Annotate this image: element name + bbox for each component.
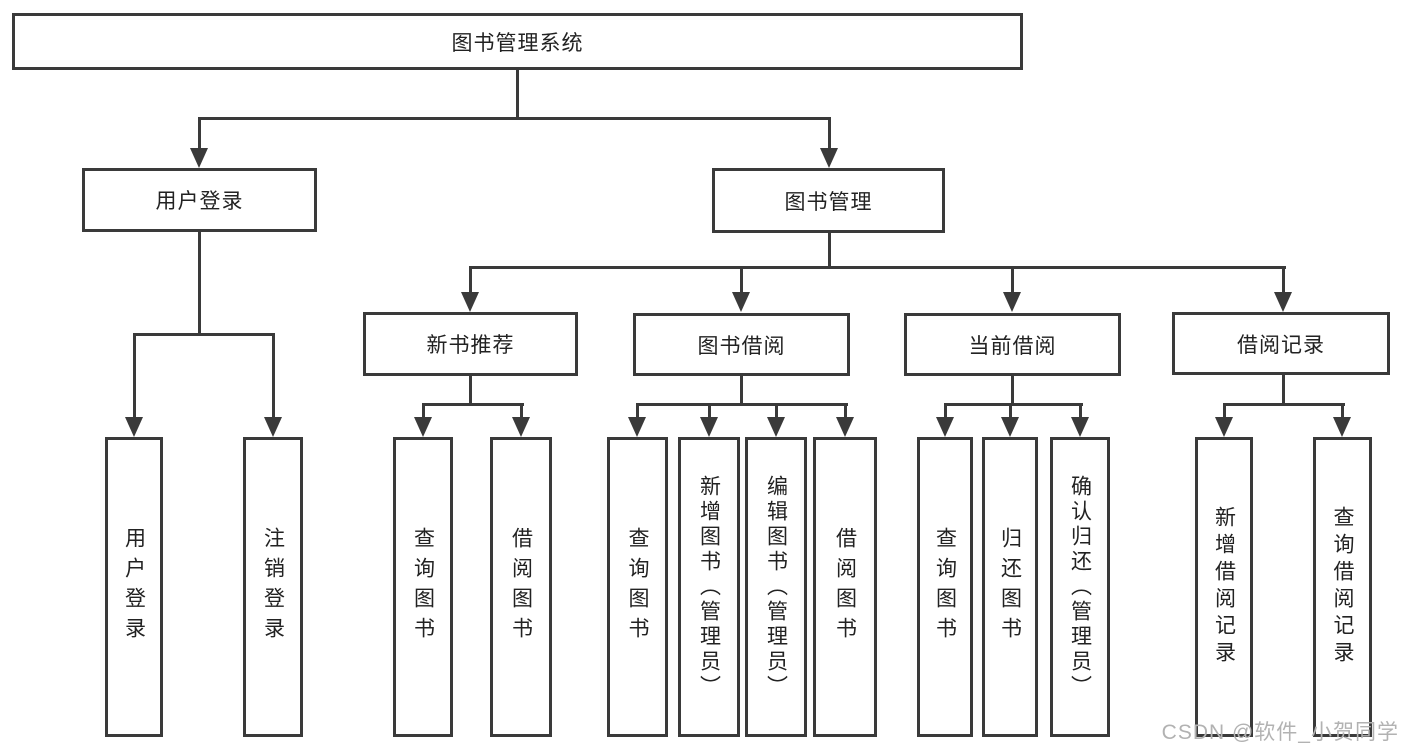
leaf-current-return-label: 归还图书 (998, 527, 1022, 647)
connector-book-borrow-stem (740, 266, 743, 292)
leaf-newbook-borrow: 借阅图书 (490, 437, 552, 737)
connector-book-mgmt-vertical (828, 232, 831, 268)
arrowhead-leaf-bw-add (700, 417, 718, 437)
leaf-borrow-borrow-label: 借阅图书 (833, 527, 857, 647)
node-current-borrow-label: 当前借阅 (968, 334, 1057, 358)
arrowhead-leaf-nb-borrow (512, 417, 530, 437)
arrowhead-leaf-nb-query (414, 417, 432, 437)
connector-current-borrow-vertical (1011, 375, 1014, 405)
node-root-label: 图书管理系统 (451, 31, 584, 55)
node-borrow-record-label: 借阅记录 (1237, 333, 1325, 357)
connector-leaf-cb-query-stem (944, 403, 947, 417)
node-user-login-label: 用户登录 (155, 190, 244, 213)
connector-group-record-horizontal (1223, 403, 1345, 406)
node-root: 图书管理系统 (12, 13, 1023, 70)
node-new-book: 新书推荐 (363, 312, 578, 376)
arrowhead-leaf-bw-borrow (836, 417, 854, 437)
leaf-record-query: 查询借阅记录 (1313, 437, 1372, 737)
connector-leaf-nb-borrow-stem (520, 403, 523, 417)
connector-current-borrow-stem (1011, 266, 1014, 292)
node-borrow-record: 借阅记录 (1172, 312, 1390, 375)
arrowhead-current-borrow (1003, 292, 1021, 312)
connector-borrow-record-vertical (1282, 374, 1285, 405)
arrowhead-leaf-rc-add (1215, 417, 1233, 437)
leaf-logout: 注销登录 (243, 437, 303, 737)
leaf-newbook-query: 查询图书 (393, 437, 453, 737)
arrowhead-leaf-cb-return (1001, 417, 1019, 437)
connector-group-login-horizontal (133, 333, 275, 336)
connector-root-vertical (516, 69, 519, 119)
connector-new-book-vertical (469, 375, 472, 405)
connector-new-book-stem (469, 266, 472, 292)
connector-borrow-record-stem (1282, 266, 1285, 292)
leaf-current-return: 归还图书 (982, 437, 1038, 737)
leaf-borrow-edit-label: 编辑图书（管理员） (764, 474, 788, 700)
node-new-book-label: 新书推荐 (426, 334, 515, 357)
arrowhead-leaf-cb-query (936, 417, 954, 437)
leaf-current-confirm: 确认归还（管理员） (1050, 437, 1110, 737)
leaf-user-login-label: 用户登录 (122, 527, 146, 647)
leaf-current-query: 查询图书 (917, 437, 973, 737)
connector-group-current-horizontal (944, 403, 1083, 406)
node-user-login: 用户登录 (82, 168, 317, 232)
connector-leaf-rc-add-stem (1223, 403, 1226, 417)
connector-leaf-logout-stem (272, 333, 275, 419)
arrowhead-leaf-user-login (125, 417, 143, 437)
leaf-borrow-borrow: 借阅图书 (813, 437, 877, 737)
node-book-mgmt-label: 图书管理 (784, 190, 873, 214)
connector-level2-horizontal (469, 266, 1286, 269)
connector-leaf-cb-return-stem (1009, 403, 1012, 417)
arrowhead-leaf-bw-query (628, 417, 646, 437)
leaf-borrow-query: 查询图书 (607, 437, 668, 737)
leaf-record-add: 新增借阅记录 (1195, 437, 1253, 737)
connector-leaf-nb-query-stem (422, 403, 425, 417)
connector-group-newbook-horizontal (422, 403, 524, 406)
connector-user-login-vertical (198, 231, 201, 335)
arrowhead-user-login (190, 148, 208, 168)
node-book-borrow: 图书借阅 (633, 313, 850, 376)
connector-leaf-rc-query-stem (1341, 403, 1344, 417)
leaf-borrow-edit: 编辑图书（管理员） (745, 437, 807, 737)
arrowhead-book-mgmt (820, 148, 838, 168)
leaf-record-query-label: 查询借阅记录 (1331, 506, 1354, 668)
arrowhead-leaf-cb-confirm (1071, 417, 1089, 437)
node-book-borrow-label: 图书借阅 (697, 334, 786, 358)
leaf-borrow-add-label: 新增图书（管理员） (697, 474, 721, 700)
node-current-borrow: 当前借阅 (904, 313, 1121, 376)
leaf-newbook-query-label: 查询图书 (411, 527, 435, 647)
connector-book-mgmt-stem (828, 117, 831, 151)
leaf-user-login: 用户登录 (105, 437, 163, 737)
leaf-logout-label: 注销登录 (261, 527, 285, 647)
leaf-current-confirm-label: 确认归还（管理员） (1068, 474, 1092, 700)
leaf-record-add-label: 新增借阅记录 (1212, 506, 1236, 668)
arrowhead-book-borrow (732, 292, 750, 312)
connector-leaf-cb-confirm-stem (1079, 403, 1082, 417)
connector-book-borrow-vertical (740, 375, 743, 405)
arrowhead-leaf-bw-edit (767, 417, 785, 437)
node-book-mgmt: 图书管理 (712, 168, 945, 233)
leaf-newbook-borrow-label: 借阅图书 (509, 527, 533, 647)
leaf-current-query-label: 查询图书 (933, 527, 957, 647)
csdn-watermark: CSDN @软件_小贺同学 (1161, 721, 1399, 744)
connector-user-login-stem (198, 117, 201, 151)
arrowhead-leaf-rc-query (1333, 417, 1351, 437)
connector-leaf-bw-add-stem (708, 403, 711, 417)
connector-level1-horizontal (198, 117, 831, 120)
leaf-borrow-query-label: 查询图书 (626, 527, 649, 647)
connector-leaf-bw-edit-stem (775, 403, 778, 417)
arrowhead-borrow-record (1274, 292, 1292, 312)
connector-leaf-bw-query-stem (636, 403, 639, 417)
arrowhead-new-book (461, 292, 479, 312)
leaf-borrow-add: 新增图书（管理员） (678, 437, 740, 737)
connector-leaf-user-login-stem (133, 333, 136, 419)
connector-leaf-bw-borrow-stem (844, 403, 847, 417)
arrowhead-leaf-logout (264, 417, 282, 437)
connector-group-borrow-horizontal (636, 403, 848, 406)
